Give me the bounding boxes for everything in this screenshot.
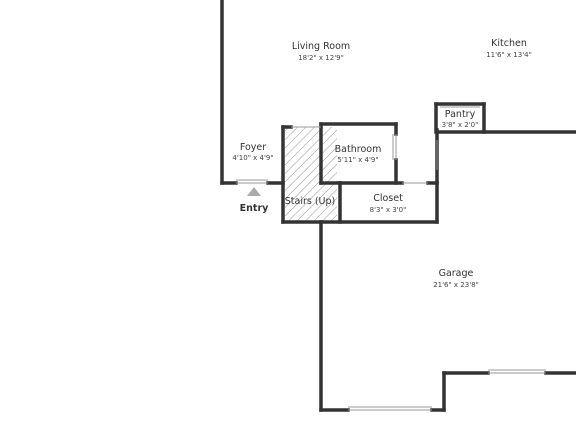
pantry-dims: 3'8" x 2'0"	[442, 121, 479, 129]
living-room-dims: 18'2" x 12'9"	[298, 54, 344, 62]
bathroom-name: Bathroom	[335, 144, 382, 155]
closet-name: Closet	[373, 193, 403, 204]
walls	[220, 0, 576, 412]
kitchen-dims: 11'6" x 13'4"	[486, 51, 532, 59]
kitchen-name: Kitchen	[491, 38, 527, 49]
garage-name: Garage	[439, 268, 474, 279]
entry-label: Entry	[240, 203, 269, 214]
garage-dims: 21'6" x 23'8"	[433, 281, 479, 289]
entry-arrow-icon	[247, 187, 261, 196]
bathroom-dims: 5'11" x 4'9"	[337, 156, 378, 164]
door-window-lines	[236, 106, 546, 411]
stairs-name: Stairs (Up)	[285, 196, 336, 207]
foyer-dims: 4'10" x 4'9"	[232, 154, 273, 162]
living-room-name: Living Room	[292, 41, 350, 52]
foyer-name: Foyer	[240, 142, 266, 153]
closet-dims: 8'3" x 3'0"	[370, 206, 407, 214]
pantry-name: Pantry	[445, 109, 476, 120]
stairs-hatch	[285, 127, 337, 222]
